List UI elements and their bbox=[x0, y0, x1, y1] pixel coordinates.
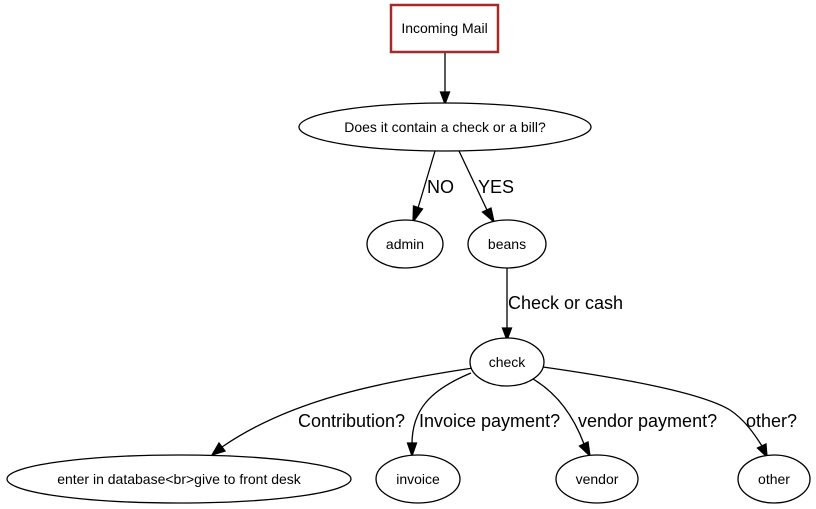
node-vendor[interactable]: vendor bbox=[555, 454, 639, 504]
edge-check-other: other? bbox=[542, 366, 797, 459]
node-label: vendor bbox=[576, 471, 619, 487]
edge-check-invoice: Invoice payment? bbox=[406, 372, 560, 458]
node-label: check bbox=[489, 354, 527, 370]
node-label: Does it contain a check or a bill? bbox=[344, 119, 546, 135]
node-database[interactable]: enter in database<br>give to front desk bbox=[6, 454, 352, 504]
edge-question-beans: YES bbox=[458, 150, 514, 224]
edge-beans-check: Check or cash bbox=[501, 267, 623, 342]
node-admin[interactable]: admin bbox=[366, 219, 444, 269]
node-incoming-mail[interactable]: Incoming Mail bbox=[389, 3, 500, 54]
edge-label-check-or-cash: Check or cash bbox=[508, 293, 623, 313]
node-label: admin bbox=[386, 236, 424, 252]
edge-label-yes: YES bbox=[478, 177, 514, 197]
node-label: other bbox=[758, 471, 790, 487]
node-label: Incoming Mail bbox=[401, 20, 487, 36]
edge-label-vendor-payment: vendor payment? bbox=[578, 411, 717, 431]
node-other[interactable]: other bbox=[737, 454, 811, 504]
edge-label-no: NO bbox=[427, 177, 454, 197]
node-beans[interactable]: beans bbox=[467, 219, 547, 269]
edge-question-admin: NO bbox=[412, 150, 454, 225]
node-label: invoice bbox=[396, 471, 440, 487]
node-label: beans bbox=[488, 236, 526, 252]
edge-check-database: Contribution? bbox=[210, 367, 474, 457]
node-invoice[interactable]: invoice bbox=[375, 454, 461, 504]
node-check[interactable]: check bbox=[469, 337, 545, 387]
edge-label-contribution: Contribution? bbox=[298, 411, 405, 431]
edge-label-invoice-payment: Invoice payment? bbox=[419, 411, 560, 431]
node-label: enter in database<br>give to front desk bbox=[57, 471, 302, 487]
edge-check-vendor: vendor payment? bbox=[532, 378, 717, 458]
edge-label-other: other? bbox=[746, 411, 797, 431]
edge-incoming-question bbox=[439, 53, 451, 106]
node-question[interactable]: Does it contain a check or a bill? bbox=[298, 102, 592, 152]
